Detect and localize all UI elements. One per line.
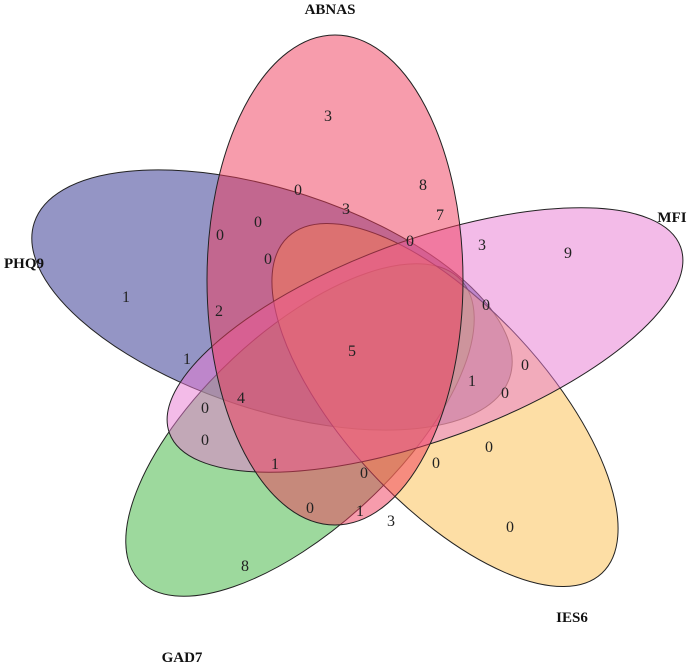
region-count: 0 [482, 297, 490, 314]
region-count: 1 [271, 456, 279, 473]
region-count: 0 [360, 465, 368, 482]
set-ellipses [31, 34, 684, 597]
region-count-gad7-only: 8 [241, 558, 249, 575]
set-labels: ABNAS MFI PHQ9 IES6 GAD7 [4, 2, 687, 662]
set-label-phq9: PHQ9 [4, 256, 44, 272]
set-label-mfi: MFI [657, 210, 686, 226]
region-count: 0 [201, 400, 209, 417]
region-count: 8 [419, 177, 427, 194]
ellipse-abnas [206, 34, 464, 526]
region-count: 0 [216, 227, 224, 244]
region-count-ies6-only: 0 [506, 519, 514, 536]
region-count: 3 [387, 513, 395, 530]
region-count: 2 [215, 303, 223, 320]
region-count: 0 [264, 251, 272, 268]
region-count: 0 [485, 439, 493, 456]
region-count: 3 [478, 237, 486, 254]
region-count: 0 [201, 432, 209, 449]
set-label-ies6: IES6 [556, 610, 588, 626]
region-count: 3 [342, 201, 350, 218]
region-count: 4 [237, 390, 245, 407]
region-count-phq9-only: 1 [122, 289, 130, 306]
region-count-all-five: 5 [348, 343, 356, 360]
region-count: 0 [406, 233, 414, 250]
region-count: 0 [521, 357, 529, 374]
region-count: 0 [306, 500, 314, 517]
region-count-mfi-only: 9 [564, 245, 572, 262]
set-label-gad7: GAD7 [162, 650, 203, 662]
region-count: 0 [294, 182, 302, 199]
region-count: 1 [183, 351, 191, 368]
region-count: 0 [254, 214, 262, 231]
set-label-abnas: ABNAS [305, 2, 356, 18]
region-count: 7 [436, 207, 444, 224]
region-count: 1 [468, 373, 476, 390]
region-count: 0 [501, 385, 509, 402]
region-counts: 3 9 1 8 0 5 0 8 0 3 7 0 0 0 3 2 0 1 0 1 … [122, 108, 572, 575]
region-count: 1 [356, 503, 364, 520]
region-count: 0 [432, 455, 440, 472]
region-count-abnas-only: 3 [324, 108, 332, 125]
